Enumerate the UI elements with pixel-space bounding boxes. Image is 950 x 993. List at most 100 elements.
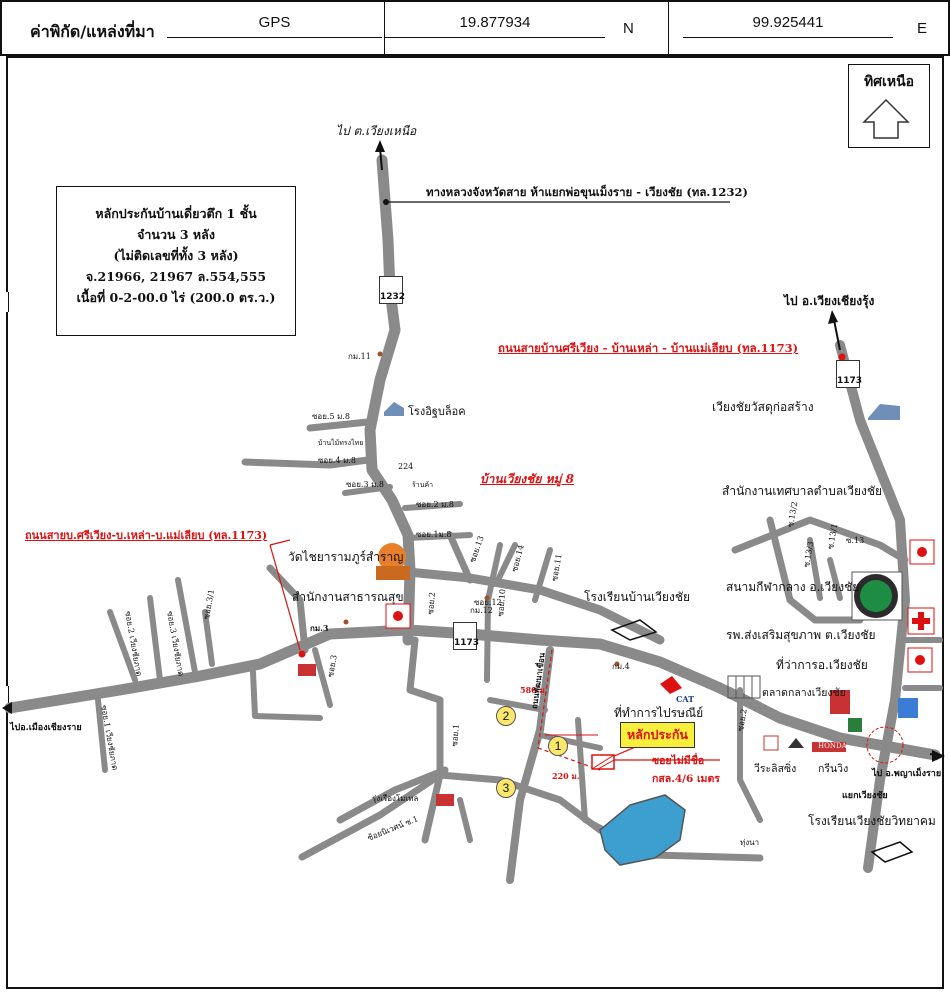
label-soi1: ซอย.1ม.8 (416, 530, 452, 539)
road-1173-main (4, 624, 941, 761)
label-to-wiang-chiang-rung: ไป อ.เวียงเชียงรุ้ง (784, 294, 875, 308)
latitude-value: 19.877934 (385, 14, 605, 38)
coordinate-source-cell: ค่าพิกัด/แหล่งที่มา GPS (2, 2, 385, 54)
north-indicator: ทิศเหนือ (848, 64, 930, 148)
label-soi2: ซอย.2 ม.8 (416, 500, 455, 509)
label-green-wing: กรีนวิง (818, 763, 849, 775)
label-material-shop: เวียงชัยวัสดุก่อสร้าง (712, 400, 814, 414)
school-icon-village (610, 619, 658, 641)
parking-grid (727, 675, 761, 699)
arrow-head-east (932, 750, 945, 762)
label-224: 224 (398, 462, 414, 471)
warehouse-icon (868, 404, 900, 420)
label-soi-mid: ซอย.1 (449, 723, 461, 747)
school-icon-wiang (870, 841, 914, 863)
label-road-1173-right: ถนนสายบ้านศรีเวียง - บ้านเหล่า - บ้านแม่… (498, 341, 799, 355)
label-health-hospital: รพ.ส่งเสริมสุขภาพ ต.เวียงชัย (726, 628, 876, 642)
label-thai-wood: บ้านไม้ทรงไทย (318, 439, 364, 447)
label-market: ตลาดกลางเวียงชัย (762, 687, 846, 699)
latitude-cell: 19.877934 N (385, 2, 669, 54)
municipal-icon (909, 539, 935, 565)
label-block-factory: โรงอิฐบล็อค (408, 405, 466, 418)
road-network (4, 154, 943, 884)
info-line-2: จำนวน 3 หลัง (137, 227, 215, 242)
label-kuna: ทุ่งนา (740, 838, 760, 847)
marker-3: 3 (496, 778, 516, 798)
label-220m: 220 ม. (552, 771, 580, 781)
coordinate-label: ค่าพิกัด/แหล่งที่มา (30, 22, 155, 41)
label-s13: ซ.13 (846, 536, 865, 545)
label-soi12: ซอย.12 (474, 598, 502, 607)
label-highway-1232: ทางหลวงจังหวัดสาย ห้าแยกพ่อขุนเม็งราย - … (426, 185, 748, 199)
temple-icon (376, 543, 410, 580)
label-to-phaya: ไป อ.พญาเม็งราย (872, 769, 942, 779)
label-soi3: ซอย.3 ม.8 (346, 480, 385, 489)
label-stadium: สนามกีฬากลาง อ.เวียงชัย (726, 580, 860, 594)
label-school-village: โรงเรียนบ้านเวียงชัย (584, 590, 690, 604)
label-soi4: ซอย.4 ม.8 (318, 456, 357, 465)
label-honda: HONDA (818, 742, 847, 750)
cat-logo-icon (660, 676, 682, 694)
label-to-mueang: ไปอ.เมืองเชียงราย (10, 723, 82, 733)
label-soi-e: ซอย.2 (425, 591, 437, 615)
health-office-icon (385, 603, 411, 629)
pond (599, 794, 686, 866)
label-municipal-office: สำนักงานเทศบาลตำบลเวียงชัย (722, 484, 883, 498)
label-soi-no-name: ซอยไม่มีชื่อ (652, 755, 705, 767)
label-resort: รุ่งเรืองโมเทล (372, 794, 419, 803)
coordinate-source: GPS (167, 14, 382, 38)
label-km4: กม.4 (612, 662, 630, 671)
road-sign-1173-main: 1173 (453, 622, 479, 650)
red-building-motel (436, 794, 454, 806)
longitude-direction: E (917, 20, 928, 37)
map-frame (6, 56, 944, 989)
label-km11: กม.11 (348, 352, 371, 361)
red-building-left (298, 664, 316, 676)
label-cat: CAT (676, 694, 695, 704)
info-line-4: จ.21966, 21967 ล.554,555 (85, 269, 267, 284)
info-line-5: เนื้อที่ 0-2-00.0 ไร่ (200.0 ตร.ว.) (76, 290, 276, 305)
arrow-head-north (375, 140, 385, 152)
factory-icon (384, 402, 404, 416)
marker-1: 1 (548, 736, 568, 756)
label-km12: กม.12 (470, 606, 493, 615)
bank-icon (898, 698, 918, 718)
longitude-cell: 99.925441 E (669, 2, 948, 54)
label-wat: วัดไชยารามภูร์สำราญ (288, 550, 404, 564)
label-shop: ร้านค้า (412, 481, 434, 489)
label-580m: 580 ม. (520, 685, 548, 695)
label-village8: บ้านเวียงชัย หมู่ 8 (480, 472, 574, 486)
intersection-circle (866, 726, 904, 764)
label-health-office: สำนักงานสาธารณสุข (292, 590, 404, 604)
label-school-wiang: โรงเรียนเวียงชัยวิทยาคม (808, 814, 936, 828)
road-sign-1173-north: 1173 (836, 360, 862, 388)
label-weerasilp: วีระลิสซิ่ง (754, 763, 797, 775)
coordinate-header: ค่าพิกัด/แหล่งที่มา GPS 19.877934 N 99.9… (0, 0, 950, 56)
longitude-value: 99.925441 (683, 14, 893, 38)
label-soi5: ซอย.5 ม.8 (312, 412, 351, 421)
label-km3: กม.3 (310, 623, 329, 633)
arrow-head-west (2, 702, 12, 714)
label-post-office: ที่ทำการไปรษณีย์ (614, 706, 704, 720)
info-line-3: (ไม่ติดเลขที่ทั้ง 3 หลัง) (113, 248, 239, 263)
collateral-label: หลักประกัน (620, 722, 695, 748)
road-1232 (364, 154, 416, 646)
north-label: ทิศเหนือ (863, 74, 915, 90)
market-icon (830, 690, 850, 714)
north-arrow-shape (862, 98, 910, 139)
greenwing-icon (788, 738, 804, 748)
arrow-north-1173 (833, 319, 841, 351)
label-road-1173-left: ถนนสายบ.ศรีเวียง-บ.เหล่า-บ.แม่เลียบ (ทล.… (25, 529, 268, 542)
arrow-head-ne (828, 310, 838, 324)
hospital-icon (907, 607, 935, 635)
label-width: กสล.4/6 เมตร (652, 773, 720, 785)
label-intersection: แยกเวียงชัย (842, 791, 888, 801)
side-tab-bottom (0, 686, 9, 706)
honda-icon (812, 742, 846, 752)
district-icon (907, 647, 933, 673)
info-line-1: หลักประกันบ้านเดี่ยวตึก 1 ชั้น (95, 206, 257, 221)
marker-2: 2 (496, 706, 516, 726)
collateral-info-box: หลักประกันบ้านเดี่ยวตึก 1 ชั้น จำนวน 3 ห… (56, 186, 296, 336)
weerasilp-icon (763, 735, 779, 751)
